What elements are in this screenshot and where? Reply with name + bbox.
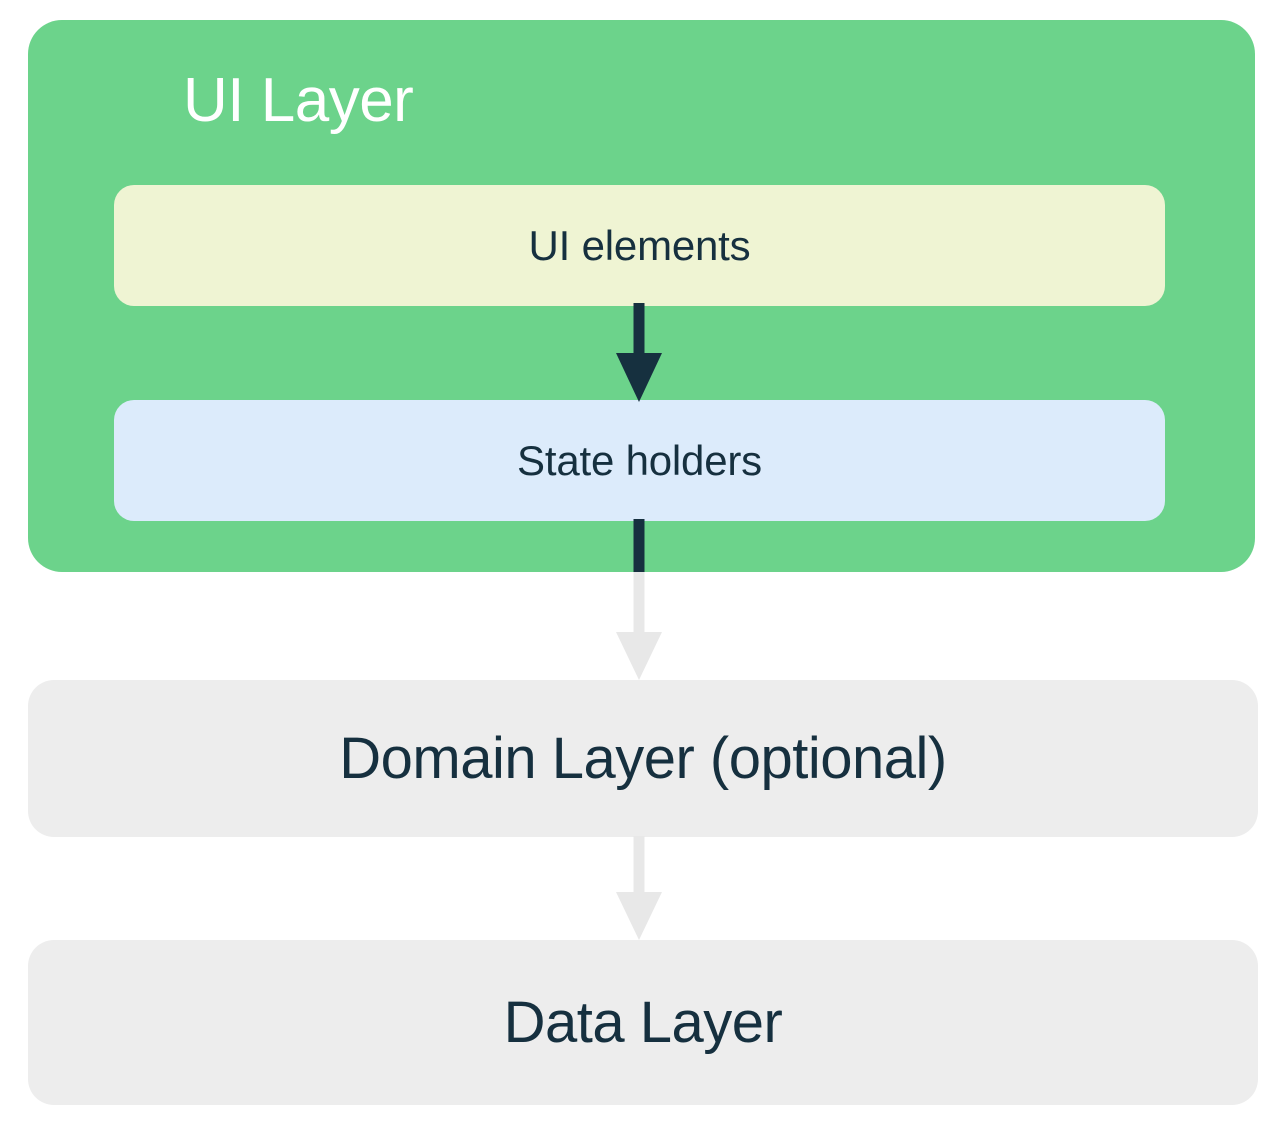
ui-layer-title: UI Layer: [183, 66, 414, 135]
arrow-ui-elements-to-state-holders-icon: [615, 303, 663, 402]
state-holders-label: State holders: [517, 436, 762, 484]
domain-layer-card: Domain Layer (optional): [28, 680, 1258, 837]
ui-elements-label: UI elements: [528, 221, 751, 269]
domain-layer-label: Domain Layer (optional): [339, 725, 947, 791]
ui-layer-card: UI Layer UI elements State holders: [28, 20, 1255, 572]
state-holders-box: State holders: [114, 400, 1165, 521]
data-layer-card: Data Layer: [28, 940, 1258, 1105]
data-layer-label: Data Layer: [503, 989, 783, 1055]
arrow-domain-layer-to-data-layer-icon: [615, 836, 663, 941]
ui-elements-box: UI elements: [114, 185, 1165, 306]
arrow-state-holders-to-domain-layer-icon: [615, 519, 663, 681]
